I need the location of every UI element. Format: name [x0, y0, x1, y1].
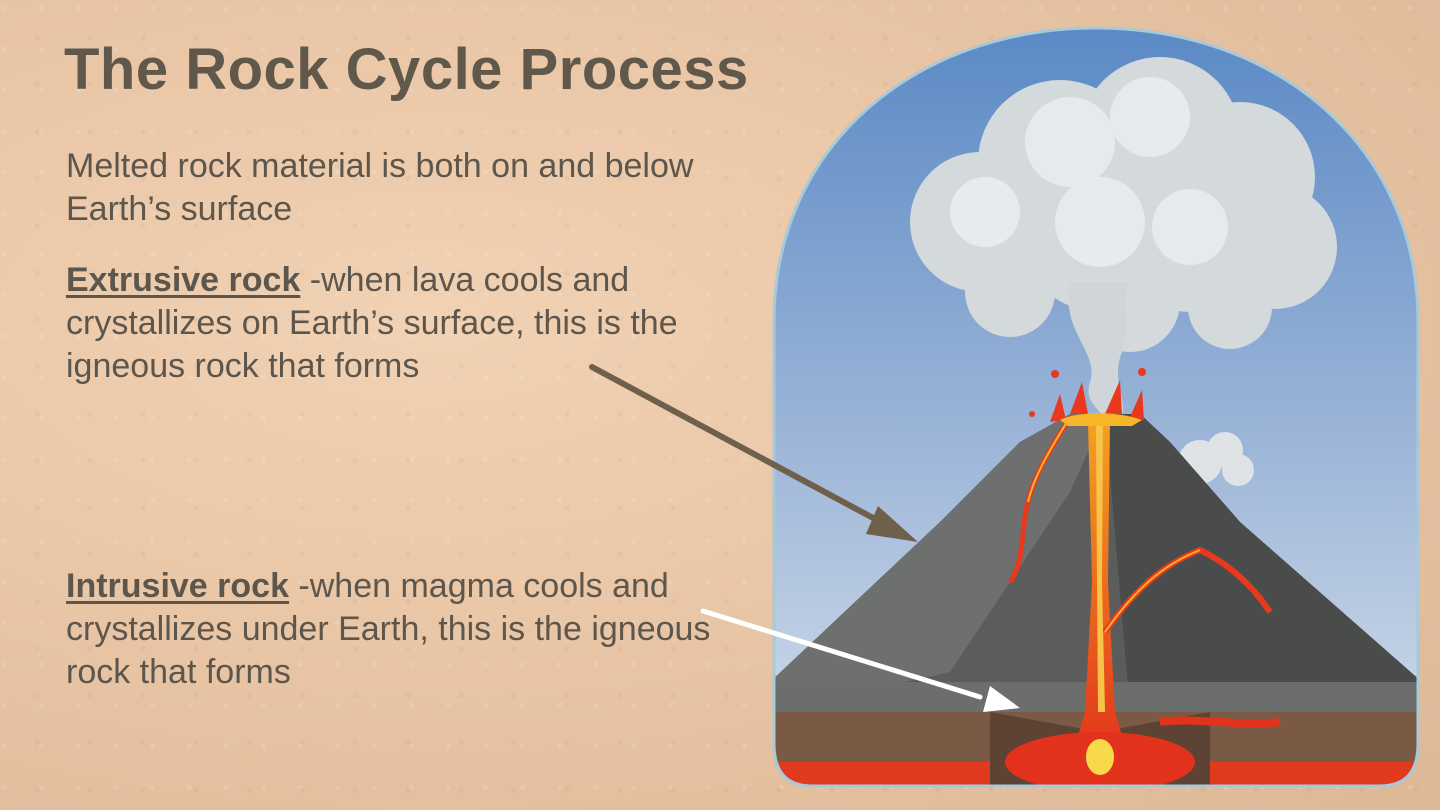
extrusive-description: -when lava cools and crystallizes on Ear… [66, 261, 678, 385]
intrusive-description: -when magma cools and crystallizes under… [66, 567, 711, 691]
slide-title: The Rock Cycle Process [64, 37, 749, 102]
extrusive-paragraph: Extrusive rock -when lava cools and crys… [66, 259, 726, 388]
volcano-illustration [770, 22, 1422, 792]
intro-text: Melted rock material is both on and belo… [66, 147, 694, 228]
intrusive-paragraph: Intrusive rock -when magma cools and cry… [66, 565, 726, 694]
intrusive-term: Intrusive rock [66, 567, 289, 605]
extrusive-term: Extrusive rock [66, 261, 301, 299]
